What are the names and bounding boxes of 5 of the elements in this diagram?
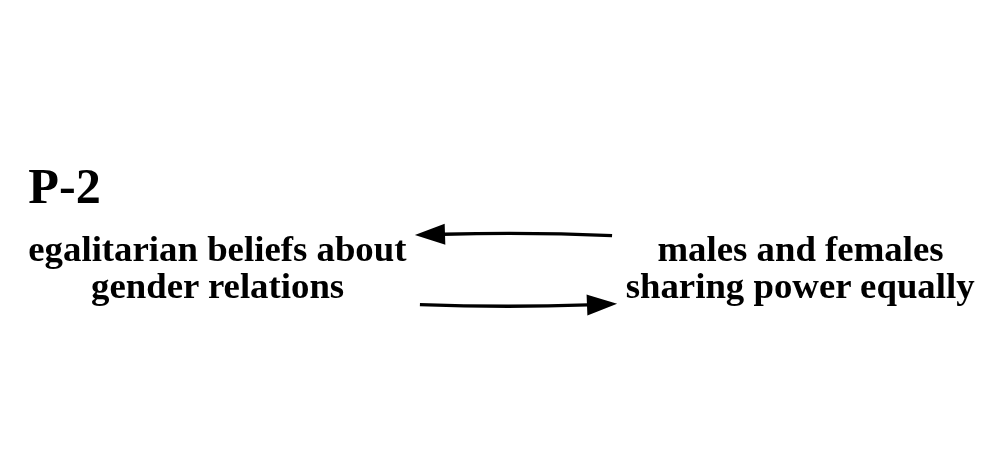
node-text: males and females sharing power equally [625, 227, 975, 306]
node-text: egalitarian beliefs about gender relations [28, 227, 407, 306]
diagram-title: P-2 [28, 157, 101, 214]
arrow [419, 293, 618, 316]
arrow [414, 223, 613, 245]
